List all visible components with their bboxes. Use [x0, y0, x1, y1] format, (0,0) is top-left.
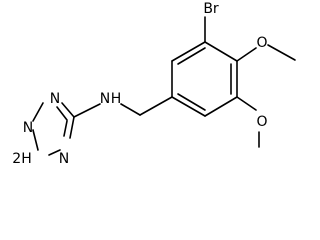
tetrazole-bond-n4-n3 [32, 102, 44, 122]
ring-bond-c2-c3 [171, 41, 206, 62]
ring-double-bond-inner-left [177, 47, 206, 65]
chemical-structure-diagram: Br O O N H N N N 2H [12, 1, 296, 167]
ring-double-bond-inner-bottom [177, 93, 206, 111]
atom-o-lower: O [256, 114, 267, 130]
bond-nh-c5-tetrazole [73, 103, 101, 118]
bond-c5-o-lower [236, 96, 257, 111]
atom-n-tetrazole-left: N [23, 120, 33, 136]
atom-h-tetrazole: 2H [12, 151, 31, 167]
bond-c1-ch2 [139, 96, 173, 116]
tetrazole-bond-c5-n4-double [56, 106, 68, 121]
bond-ch2-nh [120, 103, 141, 116]
atom-n-tetrazole-top: N [50, 91, 60, 107]
atom-labels: Br O O N H N N N 2H [12, 1, 267, 167]
tetrazole-bond-n1-c5-double [63, 120, 68, 137]
ring-bond-c3-c4 [204, 41, 238, 62]
atom-h-linker: H [111, 91, 122, 107]
tetrazole-bond-n3-n2 [32, 129, 39, 151]
atom-n-tetrazole-bottom: N [59, 151, 69, 167]
tetrazole-bond-c5-n4 [61, 102, 75, 118]
tetrazole-bond-n2-n1 [48, 149, 61, 156]
tetrazole-bond-n1-c5 [69, 116, 75, 139]
ring-bond-c5-c6 [204, 96, 238, 117]
atom-o-upper: O [256, 35, 267, 51]
bond-c4-o-upper [236, 47, 257, 62]
atom-n-linker: N [100, 91, 110, 107]
bond-o-upper-methyl [267, 44, 296, 61]
bonds [32, 16, 296, 156]
atom-br: Br [203, 1, 219, 17]
ring-bond-c6-c1 [171, 96, 206, 117]
